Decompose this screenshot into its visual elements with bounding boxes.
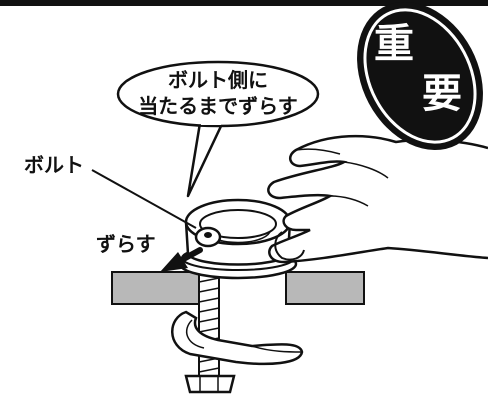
bolt-label: ボルト: [24, 155, 84, 177]
bolt-leader-line: [91, 169, 197, 229]
callout-line-2: 当たるまでずらす: [138, 96, 298, 118]
bottom-nut: [184, 374, 236, 394]
important-badge: [357, 1, 483, 151]
top-border: [0, 0, 488, 6]
bolt-head: [194, 226, 222, 248]
badge-char-top: 重: [374, 22, 414, 66]
callout-line-1: ボルト側に: [168, 70, 268, 92]
clamp-lever: [171, 310, 304, 366]
callout-bubble: [116, 60, 320, 198]
badge-char-bottom: 要: [422, 72, 462, 116]
hand: [267, 134, 488, 264]
slide-label: ずらす: [96, 234, 156, 256]
slide-arrow: [160, 247, 203, 272]
